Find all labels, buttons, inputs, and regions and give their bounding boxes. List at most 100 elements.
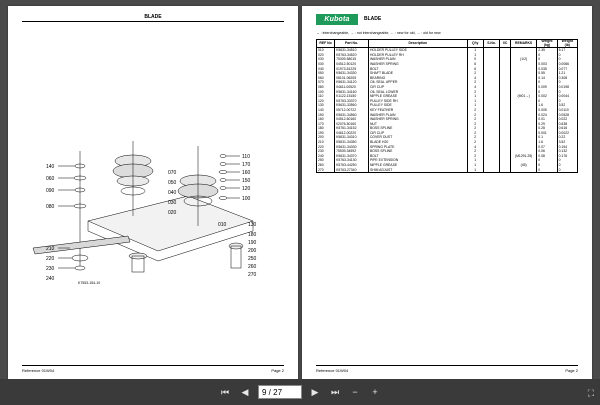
table-cell [482, 126, 501, 131]
table-cell: 230 [315, 149, 336, 154]
table-cell [482, 140, 501, 145]
table-cell [482, 103, 501, 108]
callout-label: 210 [46, 246, 55, 252]
table-cell: 270 [315, 167, 336, 174]
callout-label: 090 [46, 188, 55, 194]
table-cell: 150 [315, 112, 336, 118]
callout-label: 200 [248, 248, 257, 254]
column-header: Weight (kg) [536, 38, 558, 49]
table-cell: 0.616 [556, 126, 579, 131]
footer-page: Page 2 [271, 368, 284, 373]
table-cell: SHIM ADJUST [367, 167, 468, 174]
table-cell: 060 [315, 75, 336, 81]
table-cell [482, 149, 501, 154]
column-header: Description [367, 38, 468, 49]
left-page-title: BLADE [144, 14, 162, 20]
page-navigator [258, 385, 302, 399]
figure-ref: K7553-154-10 [78, 281, 100, 285]
next-page-icon[interactable]: ▶ [311, 386, 319, 397]
first-page-icon[interactable]: ⏮ [220, 386, 230, 397]
table-cell: 0.0198 [556, 84, 579, 90]
interchange-legend: ↔ : interchangeable, → : not interchange… [316, 31, 441, 35]
header-rule [22, 21, 284, 22]
callout-label: 030 [168, 200, 177, 206]
table-cell: 0.0044 [556, 94, 579, 99]
table-cell: 180 [315, 126, 336, 131]
table-cell: 010 [315, 47, 336, 53]
table-cell [509, 167, 538, 174]
table-cell [482, 75, 501, 81]
table-cell: 020 [315, 52, 336, 58]
table-cell: 1 [466, 167, 484, 174]
callout-label: 100 [242, 196, 251, 202]
table-cell: 030 [315, 57, 336, 62]
table-cell: 0 [556, 52, 579, 58]
table-cell: 170 [315, 121, 336, 127]
fullscreen-icon[interactable]: ⛶ [587, 388, 594, 398]
table-cell [482, 80, 501, 85]
callout-label: 040 [168, 190, 177, 196]
table-cell: 120 [315, 98, 336, 104]
table-cell [482, 130, 501, 136]
table-cell: 260 [315, 163, 336, 168]
table-cell: 0.22 [556, 135, 579, 141]
callout-label: 110 [242, 154, 250, 160]
table-cell [482, 61, 501, 67]
prev-page-icon[interactable]: ◀ [241, 386, 249, 397]
table-cell: 0.077 [556, 66, 579, 72]
kubota-logo: Kubota [316, 14, 358, 25]
table-cell [482, 163, 501, 168]
column-header: S.No. [482, 38, 501, 49]
table-cell: 0 [556, 158, 579, 164]
table-cell: 190 [315, 130, 336, 136]
table-cell: 070 [315, 80, 336, 85]
callout-label: 070 [168, 170, 177, 176]
table-cell: 0 [556, 167, 579, 174]
page-number-input[interactable] [258, 385, 302, 399]
table-header-row: REF No Part No. Description Q'ty S.No. I… [315, 38, 579, 49]
table-cell [482, 121, 501, 127]
table-cell: 130 [315, 103, 336, 108]
footer-reference: Reference 01W04 [22, 368, 55, 373]
table-cell: 140 [315, 107, 336, 113]
left-page: BLADE [8, 6, 298, 379]
table-cell: 0.176 [556, 153, 579, 159]
zoom-in-icon[interactable]: + [372, 387, 378, 397]
table-cell: 0 [556, 89, 579, 95]
table-cell [482, 98, 501, 104]
callout-label: 060 [46, 176, 55, 182]
table-cell: 0.0110 [556, 107, 579, 113]
zoom-out-icon[interactable]: − [352, 387, 358, 397]
callout-label: 130 [248, 222, 257, 228]
column-header: Part No. [334, 38, 369, 49]
table-cell: 3.52 [556, 103, 579, 108]
table-cell [482, 52, 501, 58]
last-page-icon[interactable]: ⏭ [330, 386, 340, 397]
table-cell: 200 [315, 135, 336, 141]
table-cell: K5763-27340 [334, 167, 369, 174]
table-cell: 0 [536, 167, 558, 174]
table-cell [482, 84, 501, 90]
callout-label: 010 [218, 222, 227, 228]
callout-label: 050 [168, 180, 177, 186]
